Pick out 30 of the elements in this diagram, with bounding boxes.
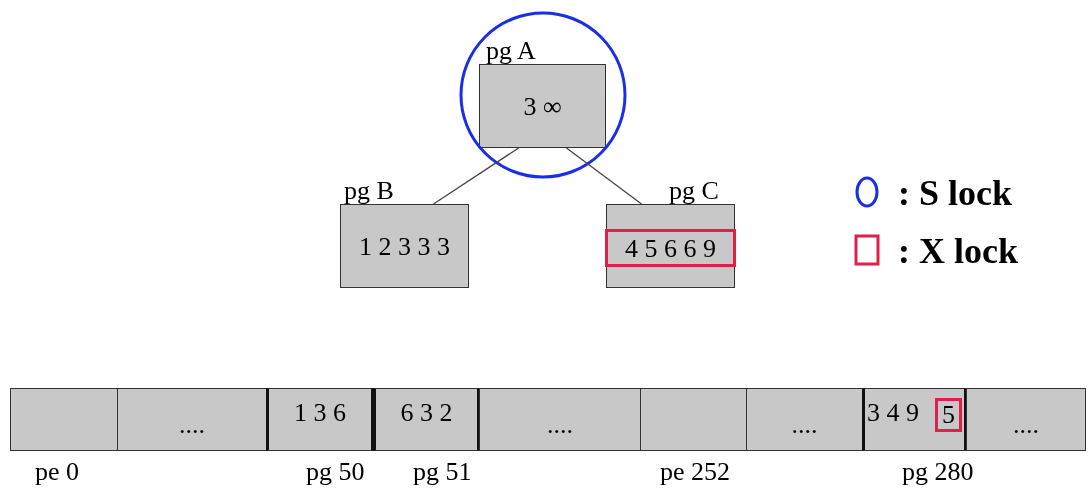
page-cell [479,388,641,451]
key-values: 1 2 3 3 3 [358,234,451,260]
locked-key: 5 [935,397,962,432]
key-values: 6 3 2 [399,399,454,426]
page-label: pg 280 [902,459,974,485]
page-label: pg A [486,38,536,64]
page-label: pg B [344,178,394,204]
key-values: 3 4 9 [867,399,919,426]
page-label: pe 0 [35,459,80,485]
ellipsis: .... [1012,411,1040,438]
page-cell [266,388,374,451]
legend-label: : S lock [898,175,1012,211]
key-values: 4 5 6 6 9 [605,229,736,267]
key-values: 3 ∞ [522,94,563,120]
ellipsis: .... [546,411,574,438]
page-cell [746,388,863,451]
page-label: pg 50 [306,459,365,485]
page-cell [373,388,480,451]
page-cell [117,388,267,451]
tree-edge [565,147,643,205]
ellipsis: .... [178,411,206,438]
tree-edge [432,147,520,205]
page-cell [966,388,1086,451]
page-cell [862,388,967,451]
key-values: 1 3 6 [293,399,347,426]
page-label: pg C [669,178,719,204]
ellipsis: .... [790,411,819,438]
page-label: pg 51 [413,459,472,485]
page-label: pe 252 [660,459,731,485]
legend-label: : X lock [898,233,1018,269]
